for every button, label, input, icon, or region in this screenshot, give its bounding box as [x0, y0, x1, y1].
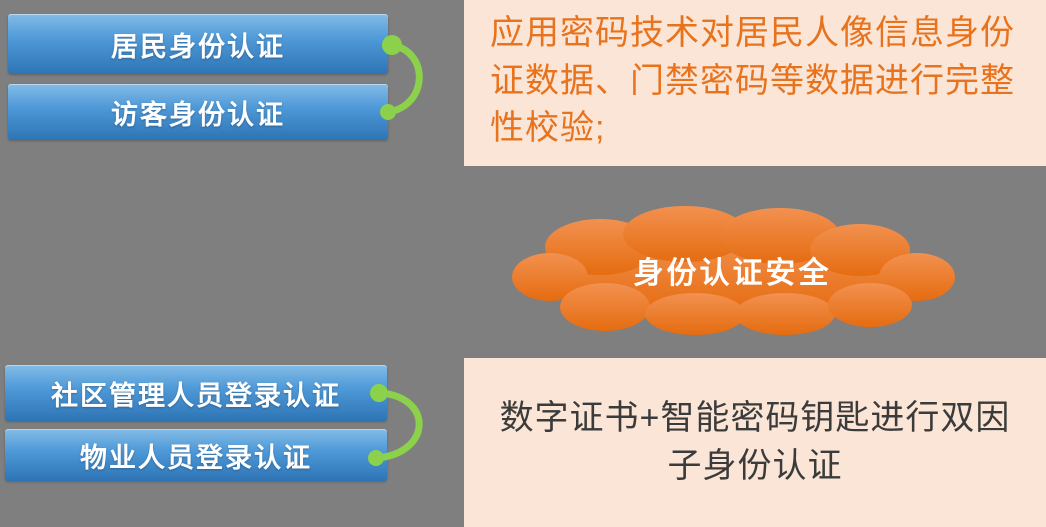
note-two-factor-auth: 数字证书+智能密码钥匙进行双因子身份认证 — [464, 358, 1046, 527]
connector-arc-bottom — [368, 384, 423, 466]
connector-dot-bottom-start — [370, 384, 388, 402]
connector-dot-top-start — [382, 35, 402, 55]
bar-community-manager-login-auth: 社区管理人员登录认证 — [5, 365, 387, 421]
bar-visitor-identity-auth: 访客身份认证 — [8, 84, 388, 140]
note-integrity-check-text: 应用密码技术对居民人像信息身份证数据、门禁密码等数据进行完整性校验; — [490, 14, 1015, 148]
cloud-lobes — [512, 206, 955, 335]
cloud-label: 身份认证安全 — [633, 257, 832, 290]
note-two-factor-auth-text: 数字证书+智能密码钥匙进行双因子身份认证 — [499, 398, 1011, 485]
cloud-shape — [512, 206, 955, 335]
connector-dot-top-end — [380, 104, 396, 120]
connector-arc-bottom-path — [372, 389, 423, 462]
bar-resident-identity-auth: 居民身份认证 — [8, 14, 388, 74]
bar-visitor-identity-auth-label: 访客身份认证 — [111, 99, 285, 130]
bar-property-staff-login-auth-label: 物业人员登录认证 — [80, 442, 312, 473]
bar-resident-identity-auth-label: 居民身份认证 — [111, 31, 285, 62]
connector-arc-top-path — [384, 41, 423, 116]
bar-community-manager-login-auth-label: 社区管理人员登录认证 — [51, 380, 341, 411]
bar-property-staff-login-auth: 物业人员登录认证 — [5, 429, 387, 481]
note-integrity-check: 应用密码技术对居民人像信息身份证数据、门禁密码等数据进行完整性校验; — [464, 0, 1046, 166]
cloud-identity-auth-security: 身份认证安全 — [505, 202, 960, 342]
connector-dot-bottom-end — [368, 450, 384, 466]
connector-arc-top — [380, 35, 423, 120]
